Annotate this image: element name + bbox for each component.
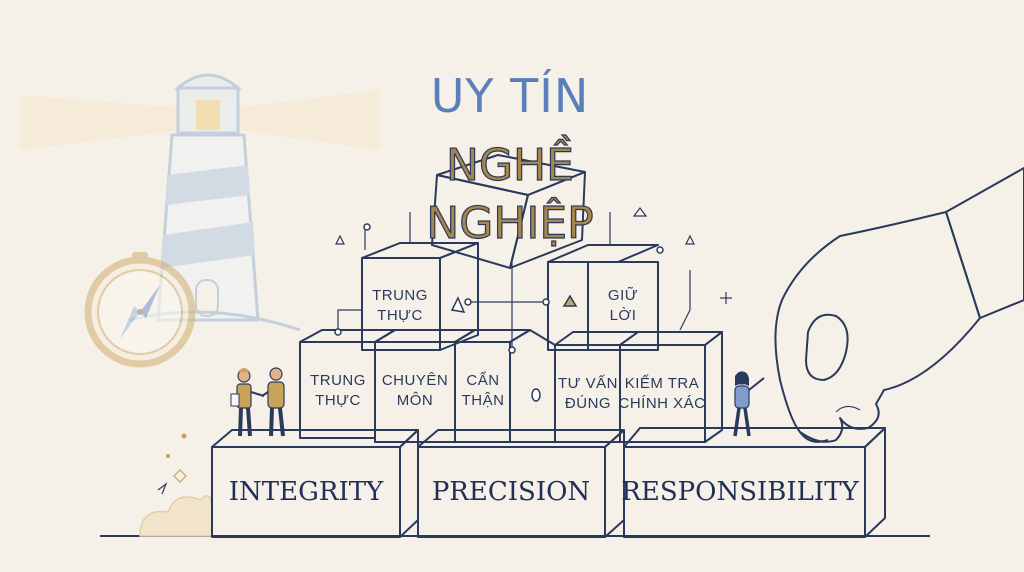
base-block-center: PRECISION — [417, 429, 625, 538]
title-line1: UY TÍN — [431, 69, 589, 123]
cube-mid-2-line2: MÔN — [397, 392, 434, 409]
cube-top-right-line2: LỜI — [610, 307, 637, 324]
title-line3: NGHIỆP — [426, 196, 593, 249]
cube-mid-5-line2: CHÍNH XÁC — [618, 395, 705, 412]
lighthouse-icon — [20, 73, 380, 332]
cube-mid-3-line1: CẨN — [466, 371, 499, 389]
cube-top-left-line1: TRUNG — [372, 287, 428, 304]
cube-mid-5-line1: KIỂM TRA — [625, 374, 700, 392]
base-block-right: RESPONSIBILITY — [621, 427, 886, 538]
cube-mid-4-line1: TƯ VẤN — [558, 375, 618, 392]
hand-icon — [774, 167, 1024, 443]
cube-top-left-line2: THỰC — [377, 307, 423, 324]
base-label-precision: PRECISION — [432, 477, 590, 507]
cube-title — [431, 154, 586, 269]
handshake-people-icon — [230, 367, 285, 437]
cube-mid-3: CẨN THẬN — [454, 329, 556, 443]
compass-icon — [84, 252, 196, 368]
base-block-left: INTEGRITY — [211, 429, 419, 538]
cube-mid-2: CHUYÊN MÔN — [374, 329, 476, 443]
cube-mid-1: TRUNG THỰC — [299, 329, 396, 439]
waving-woman-icon — [733, 371, 765, 437]
cube-mid-2-line1: CHUYÊN — [382, 372, 448, 389]
base-label-integrity: INTEGRITY — [229, 477, 384, 507]
title-line2: NGHỀ — [446, 134, 574, 191]
cube-mid-1-line2: THỰC — [315, 392, 361, 409]
base-label-responsibility: RESPONSIBILITY — [621, 477, 859, 507]
cube-mid-5: KIỂM TRA CHÍNH XÁC — [618, 331, 723, 443]
cube-top-left: TRUNG THỰC — [361, 242, 479, 351]
cube-mid-4-line2: ĐÚNG — [565, 395, 611, 412]
cube-mid-3-line2: THẬN — [462, 392, 505, 409]
cube-top-right-line1: GIỮ — [608, 287, 638, 304]
cloud-icon — [139, 495, 213, 537]
cube-mid-1-line1: TRUNG — [310, 372, 366, 389]
cube-top-right: GIỮ LỜI — [547, 244, 659, 351]
